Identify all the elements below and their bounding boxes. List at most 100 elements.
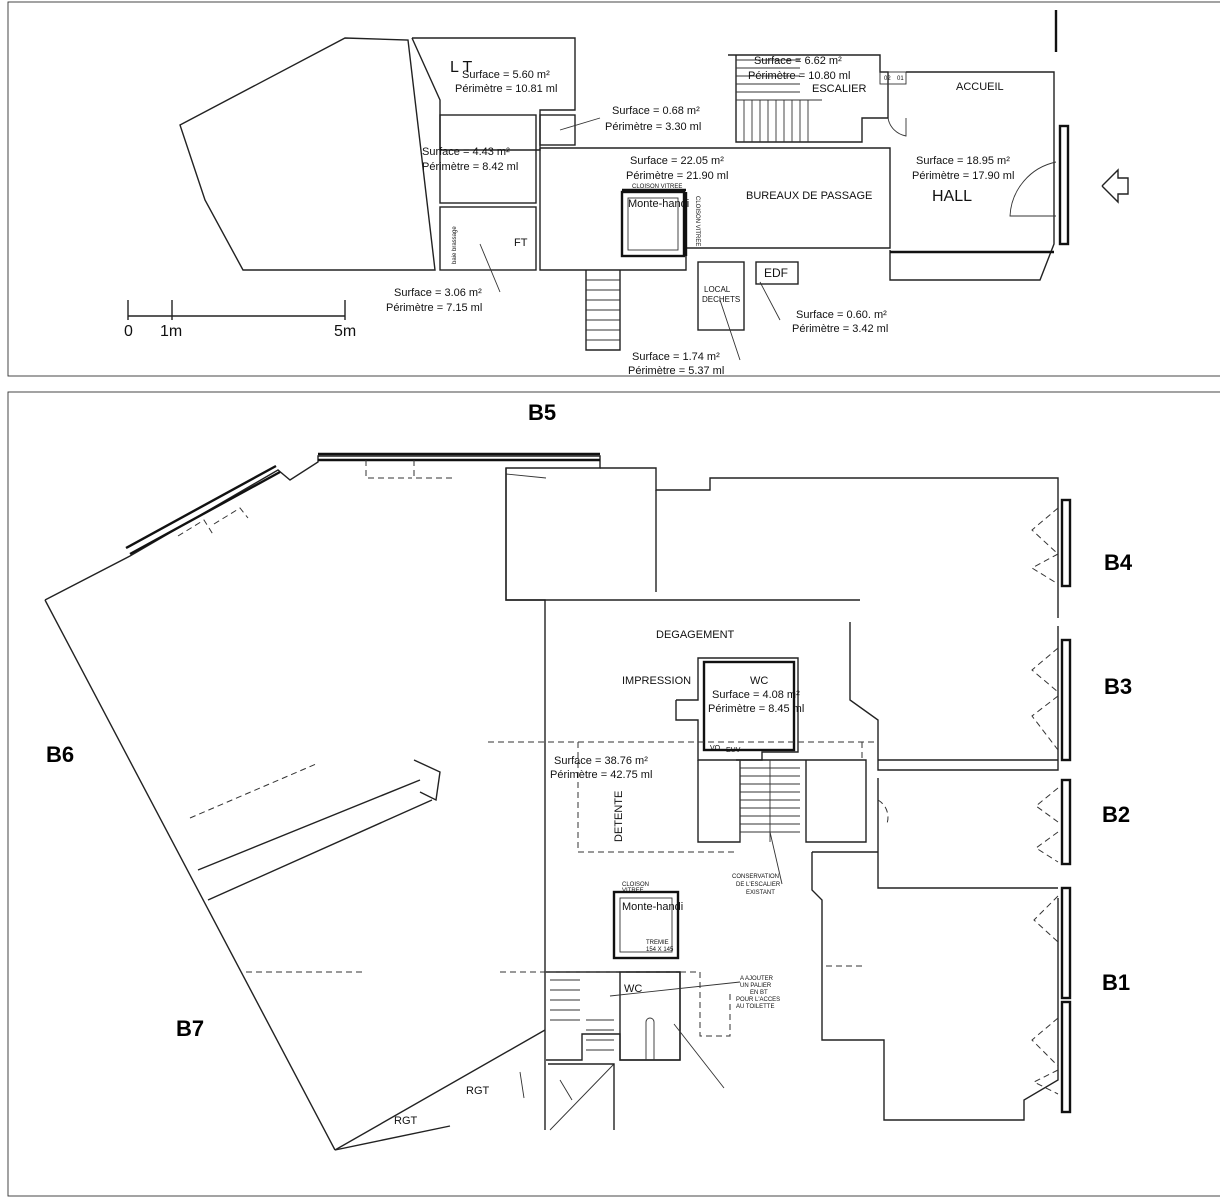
- door-mark-02: 02: [884, 76, 891, 82]
- b6-dashed-1: [189, 763, 317, 819]
- leader-local-dechets: [719, 299, 741, 361]
- zone-b3: B3: [1104, 674, 1132, 699]
- rgt-label-1: RGT: [466, 1085, 490, 1097]
- degagement-label: DEGAGEMENT: [656, 629, 735, 641]
- stair-door-swing: [877, 799, 889, 827]
- ft-perimetre: Périmètre = 7.15 ml: [386, 302, 482, 314]
- edf-name: EDF: [764, 266, 788, 280]
- hall-name: HALL: [932, 188, 972, 205]
- b1-wall: [811, 852, 1059, 1121]
- edf-perimetre: Périmètre = 3.42 ml: [792, 323, 888, 335]
- escalier-perimetre: Périmètre = 10.80 ml: [748, 70, 850, 82]
- monte-handi-cloison-side: CLOISON VITREE: [694, 196, 700, 246]
- small-perimetre: Périmètre = 3.30 ml: [605, 121, 701, 133]
- palier-dashed: [500, 971, 731, 1037]
- west-slanted-wall: [44, 599, 336, 1151]
- palier-line3: EN BT: [750, 990, 768, 996]
- conservation-line3: EXISTANT: [746, 890, 775, 896]
- zone-b4: B4: [1104, 550, 1133, 575]
- zone-b7: B7: [176, 1016, 204, 1041]
- local-dechets-perimetre: Périmètre = 5.37 ml: [628, 365, 724, 377]
- stair-block-wall: [736, 759, 867, 843]
- escalier-surface: Surface = 6.62 m²: [754, 55, 842, 67]
- lt-perimetre: Périmètre = 10.81 ml: [455, 83, 557, 95]
- impression-label: IMPRESSION: [622, 675, 691, 687]
- monte-handi-top-inner: [627, 197, 679, 251]
- room-443-wall: [439, 114, 537, 204]
- rgt-label-2: RGT: [394, 1115, 418, 1127]
- north-window-rails: [125, 452, 600, 556]
- room443-perimetre: Périmètre = 8.42 ml: [422, 161, 518, 173]
- ft-side-label: baie brassage: [452, 226, 458, 264]
- stairs-existing: [739, 760, 800, 842]
- exterior-stairs: [585, 270, 621, 351]
- conservation-line1: CONSERVATION: [732, 874, 779, 880]
- ft-surface: Surface = 3.06 m²: [394, 287, 482, 299]
- rgt-wall: [334, 1125, 451, 1151]
- open-area-surface: Surface = 38.76 m²: [554, 755, 648, 767]
- wc-upper-wall: [702, 660, 796, 752]
- edf-surface: Surface = 0.60. m²: [796, 309, 887, 321]
- door-mark-01: 01: [897, 76, 904, 82]
- edf-box-wall: [755, 261, 799, 285]
- monte-handi-lower-wall: [612, 890, 680, 960]
- monte-handi-cloison-top: CLOISON VITREE: [632, 184, 682, 190]
- leader-lower-diagonal: [673, 1023, 725, 1089]
- rgt-marker-1: [519, 1071, 525, 1099]
- rgt-marker-2: [559, 1079, 573, 1101]
- monte-handi-lower-inner: [619, 897, 673, 953]
- conservation-line2: DE L'ESCALIER: [736, 882, 781, 888]
- b4-room-upper: [600, 467, 1059, 618]
- hall-wall: [889, 71, 1055, 281]
- hall-door-swing: [1009, 161, 1057, 217]
- open-area-perimetre: Périmètre = 42.75 ml: [550, 769, 652, 781]
- wc-upper-euv: EUV: [726, 747, 741, 754]
- wc-lower-wall: [546, 971, 681, 1061]
- lower-corridor-wall: [548, 1063, 615, 1130]
- zone-b5: B5: [528, 400, 556, 425]
- lt-surface: Surface = 5.60 m²: [462, 69, 550, 81]
- cloison-line1: CLOISON: [622, 882, 649, 888]
- lower-stairs: [549, 979, 615, 1131]
- escalier-name: ESCALIER: [812, 83, 866, 95]
- leader-ft: [479, 243, 501, 293]
- wc-upper-perimetre: Périmètre = 8.45 ml: [708, 703, 804, 715]
- leader-wc-lower: [609, 981, 741, 997]
- monte-handi-name: Monte-handi: [628, 198, 689, 210]
- zone-b2: B2: [1102, 802, 1130, 827]
- lt-name: L T: [450, 59, 472, 76]
- zone-b1: B1: [1102, 970, 1130, 995]
- ft-room-wall: [439, 206, 537, 271]
- hall-window: [1058, 124, 1070, 246]
- entrance-arrow: [1101, 168, 1129, 204]
- zone-b6: B6: [46, 742, 74, 767]
- scale-bar: [127, 300, 346, 320]
- escalier-stairs: [736, 59, 822, 142]
- lt-angled-room-wall: [179, 37, 436, 271]
- palier-line4: POUR L'ACCES: [736, 997, 780, 1003]
- hall-surface: Surface = 18.95 m²: [916, 155, 1010, 167]
- wc-lower-fixture: [645, 1017, 655, 1060]
- partition-b6-b7-2: [207, 799, 433, 901]
- bureaux-perimetre: Périmètre = 21.90 ml: [626, 170, 728, 182]
- scale-one: 1m: [160, 323, 182, 340]
- palier-line1: A AJOUTER: [740, 976, 774, 982]
- tremie-line1: TREMIE: [646, 940, 669, 946]
- local-dechets-surface: Surface = 1.74 m²: [632, 351, 720, 363]
- wc-upper-surface: Surface = 4.08 m²: [712, 689, 800, 701]
- monte-handi-lower-name: Monte-handi: [622, 901, 683, 913]
- bottom-plan: B5 B4 B3 B2 B1 B6 B7 DEGAGEMENT IMPRESSI…: [7, 391, 1220, 1197]
- leader-edf: [759, 281, 781, 321]
- local-dechets-line2: DECHETS: [702, 295, 740, 304]
- room443-surface: Surface = 4.43 m²: [422, 146, 510, 158]
- local-dechets-line1: LOCAL: [704, 285, 731, 294]
- wc-upper-name: WC: [750, 675, 768, 687]
- stair-core-wall: [697, 760, 741, 843]
- leader-small-room: [559, 117, 601, 131]
- accueil-door-swing: [887, 117, 907, 137]
- small-room-wall: [539, 114, 576, 146]
- b3-wall: [849, 622, 1059, 771]
- top-plan: L T Surface = 5.60 m² Périmètre = 10.81 …: [7, 1, 1220, 377]
- east-windows: [1030, 498, 1072, 1114]
